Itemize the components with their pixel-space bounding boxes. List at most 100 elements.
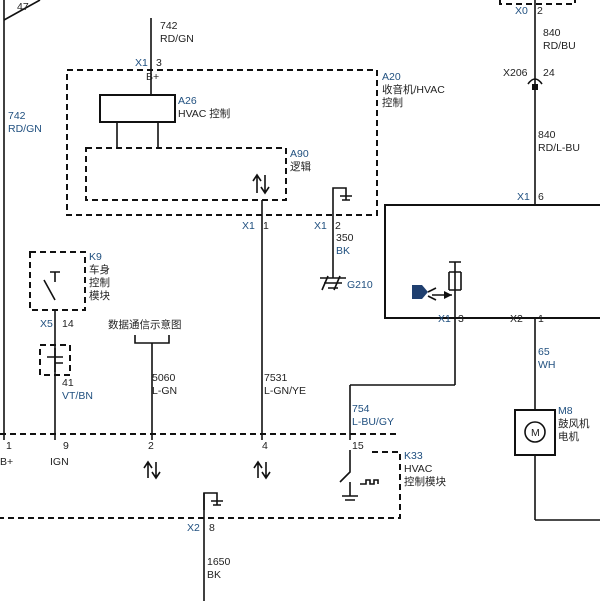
- x206-pin: 24: [543, 67, 555, 79]
- a26-pins: [116, 122, 159, 148]
- k9-id: K9: [89, 251, 102, 263]
- wire-754-color: L-BU/GY: [352, 416, 394, 428]
- g210-label: G210: [347, 279, 373, 291]
- a90-name: 逻辑: [290, 160, 311, 173]
- k33-pin-15: 15: [352, 440, 364, 452]
- data-comm-bracket: [134, 335, 170, 344]
- k9-switch-icon: [43, 271, 60, 301]
- wire-840b-number: 840: [538, 129, 556, 141]
- wire-7531-color: L-GN/YE: [264, 385, 306, 397]
- wire-754-number: 754: [352, 403, 370, 415]
- wire-47-top: [3, 0, 41, 21]
- wire-742-number: 742: [160, 20, 178, 32]
- a90-logic-box: [85, 147, 287, 201]
- wire-65-number: 65: [538, 346, 550, 358]
- k33-pin-4: 4: [262, 440, 268, 452]
- x1-1-pin: 1: [263, 220, 269, 232]
- wire-41-color: VT/BN: [62, 390, 93, 402]
- wire-742-color: RD/GN: [160, 33, 194, 45]
- k33-bus-arrows-262: [253, 460, 271, 480]
- k33-ign: IGN: [50, 456, 69, 468]
- k9-name-1: 车身: [89, 263, 110, 276]
- m8-name-1: 鼓风机: [558, 417, 590, 430]
- hvac-right-module-box: [384, 204, 600, 319]
- a20-bplus: B+: [146, 71, 159, 83]
- k33-bus-arrows-152: [143, 460, 161, 480]
- x1-3-pin: 3: [156, 57, 162, 69]
- transistor-arrows: [427, 287, 437, 301]
- k9-name-2: 控制: [89, 276, 110, 289]
- m8-motor-letter: M: [531, 427, 540, 439]
- left-742-number: 742: [8, 110, 26, 122]
- wire-41-number: 41: [62, 377, 74, 389]
- wire-5060-color: L-GN: [152, 385, 177, 397]
- wire-840a-color: RD/BU: [543, 40, 576, 52]
- x0-connector: X0: [515, 5, 528, 17]
- k33-name-1: HVAC: [404, 463, 433, 475]
- x206-connector: X206: [503, 67, 528, 79]
- k33-switch-icon: [339, 450, 358, 501]
- a20-name-1: 收音机/HVAC: [382, 83, 445, 96]
- k33-pin-9: 9: [63, 440, 69, 452]
- x1-3b-pin: 3: [458, 313, 464, 325]
- k33-bplus: B+: [0, 456, 13, 468]
- x1-6-pin: 6: [538, 191, 544, 203]
- k33-id: K33: [404, 450, 423, 462]
- x1-6-connector: X1: [517, 191, 530, 203]
- m8-motor-icon: [524, 421, 546, 443]
- a20-module-box: [66, 69, 378, 216]
- a90-bus-arrows: [252, 173, 270, 195]
- x1-2-pin: 2: [335, 220, 341, 232]
- a20-id: A20: [382, 71, 401, 83]
- left-742-color: RD/GN: [8, 123, 42, 135]
- x1-1-connector: X1: [242, 220, 255, 232]
- wire-840b-color: RD/L-BU: [538, 142, 580, 154]
- k9-module-box: [29, 251, 86, 311]
- wires: [3, 0, 600, 601]
- x0-connector-box: [499, 0, 576, 5]
- x0-pin: 2: [537, 5, 543, 17]
- data-comm-label: 数据通信示意图: [108, 318, 182, 331]
- blower-driver-icon: [432, 261, 462, 300]
- ground-x2-icon: [203, 492, 223, 510]
- k33-pin-1: 1: [6, 440, 12, 452]
- k33-pwm-icon: [360, 479, 379, 485]
- x1-3-connector: X1: [135, 57, 148, 69]
- k9-name-3: 模块: [89, 290, 110, 302]
- g210-ground-icon: [320, 275, 346, 291]
- wire-840a-number: 840: [543, 27, 561, 39]
- wire-1650-color: BK: [207, 569, 221, 581]
- wire-350-color: BK: [336, 245, 350, 257]
- wire-1650-number: 1650: [207, 556, 231, 568]
- wire-5060-number: 5060: [152, 372, 176, 384]
- x5-pin: 14: [62, 318, 74, 330]
- wire-65-color: WH: [538, 359, 556, 371]
- blower-driver-arrow: [444, 291, 452, 299]
- k33-module-box: [0, 451, 401, 519]
- k9-relay-box: [39, 344, 71, 376]
- wire-7531-number: 7531: [264, 372, 288, 384]
- k33-pin-2: 2: [148, 440, 154, 452]
- k33-name-2: 控制模块: [404, 475, 446, 488]
- ground-a20-icon: [332, 187, 352, 201]
- x206-connector-pin: [532, 84, 538, 90]
- m8-motor-box: [514, 409, 556, 456]
- k9-relay-icon: [47, 348, 63, 372]
- x2-8-pin: 8: [209, 522, 215, 534]
- m8-id: M8: [558, 405, 573, 417]
- x2-1-connector: X2: [510, 313, 523, 325]
- a26-id: A26: [178, 95, 197, 107]
- x2-8-connector: X2: [187, 522, 200, 534]
- a90-id: A90: [290, 148, 309, 160]
- a26-name: HVAC 控制: [178, 107, 230, 120]
- a20-name-2: 控制: [382, 96, 403, 109]
- labels: 47 742 RD/GN X1 3 B+ A20 收音机/HVAC 控制 A26…: [0, 1, 590, 581]
- x5-connector: X5: [40, 318, 53, 330]
- x206-connector-icon: [527, 78, 543, 85]
- m8-name-2: 电机: [558, 430, 579, 443]
- x2-1-pin: 1: [538, 313, 544, 325]
- transistor-icon: [412, 285, 428, 299]
- wire-47-label: 47: [17, 1, 29, 13]
- x1-3b-connector: X1: [438, 313, 451, 325]
